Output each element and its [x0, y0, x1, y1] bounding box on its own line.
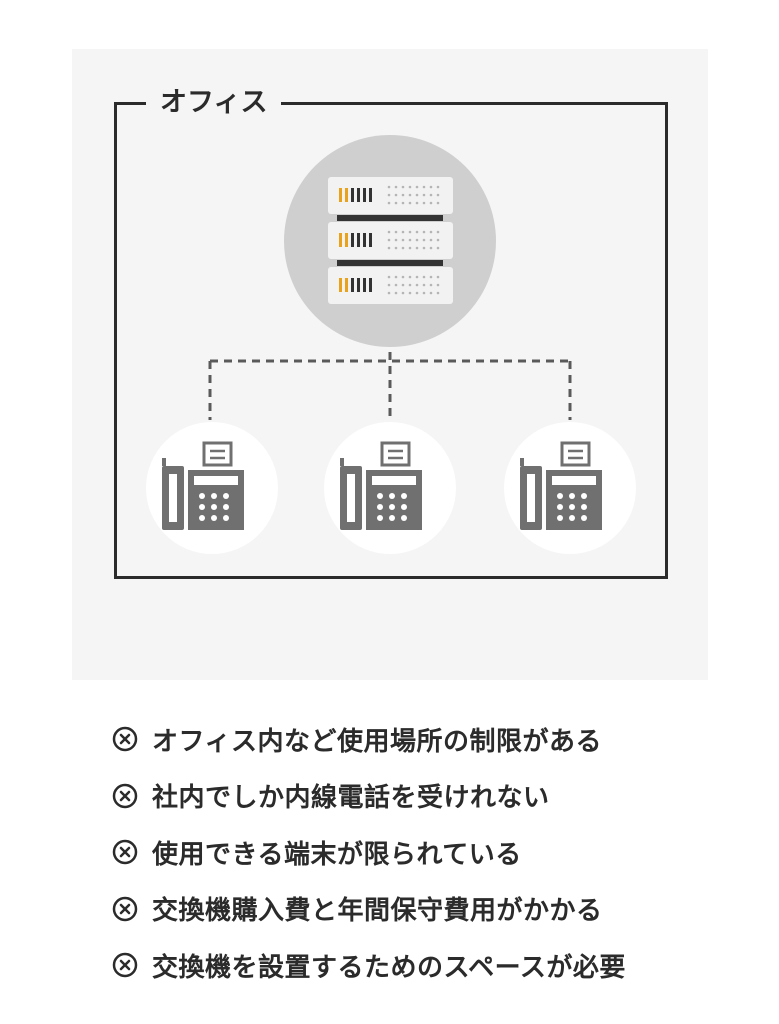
office-boundary	[114, 102, 668, 579]
server-unit-1	[328, 177, 453, 214]
circled-x-icon	[112, 726, 138, 752]
list-item: 使用できる端末が限られている	[112, 835, 626, 870]
server-unit-2	[328, 222, 453, 259]
drawback-text: 社内でしか内線電話を受けれない	[152, 783, 550, 813]
circled-x-icon	[112, 896, 138, 921]
circled-x-icon	[112, 952, 138, 978]
server-unit-3	[328, 267, 453, 304]
drawback-list: オフィス内など使用場所の制限がある 社内でしか内線電話を受けれない 使用できる端…	[112, 722, 626, 1005]
circled-x-icon	[112, 783, 138, 808]
desk-phone-icon	[144, 420, 280, 556]
list-item: 交換機を設置するためのスペースが必要	[112, 948, 626, 983]
list-item: オフィス内など使用場所の制限がある	[112, 722, 626, 757]
drawback-text: 交換機を設置するためのスペースが必要	[152, 952, 626, 983]
desk-phone-icon	[322, 420, 458, 556]
circled-x-icon	[112, 839, 138, 865]
list-item: 社内でしか内線電話を受けれない	[112, 779, 626, 813]
drawback-text: 使用できる端末が限られている	[152, 839, 522, 870]
drawback-text: 交換機購入費と年間保守費用がかかる	[152, 896, 603, 926]
server-rack-icon	[284, 135, 496, 347]
desk-phone-icon	[502, 420, 638, 556]
office-label: オフィス	[146, 84, 282, 122]
list-item: 交換機購入費と年間保守費用がかかる	[112, 892, 626, 926]
drawback-text: オフィス内など使用場所の制限がある	[152, 726, 602, 757]
